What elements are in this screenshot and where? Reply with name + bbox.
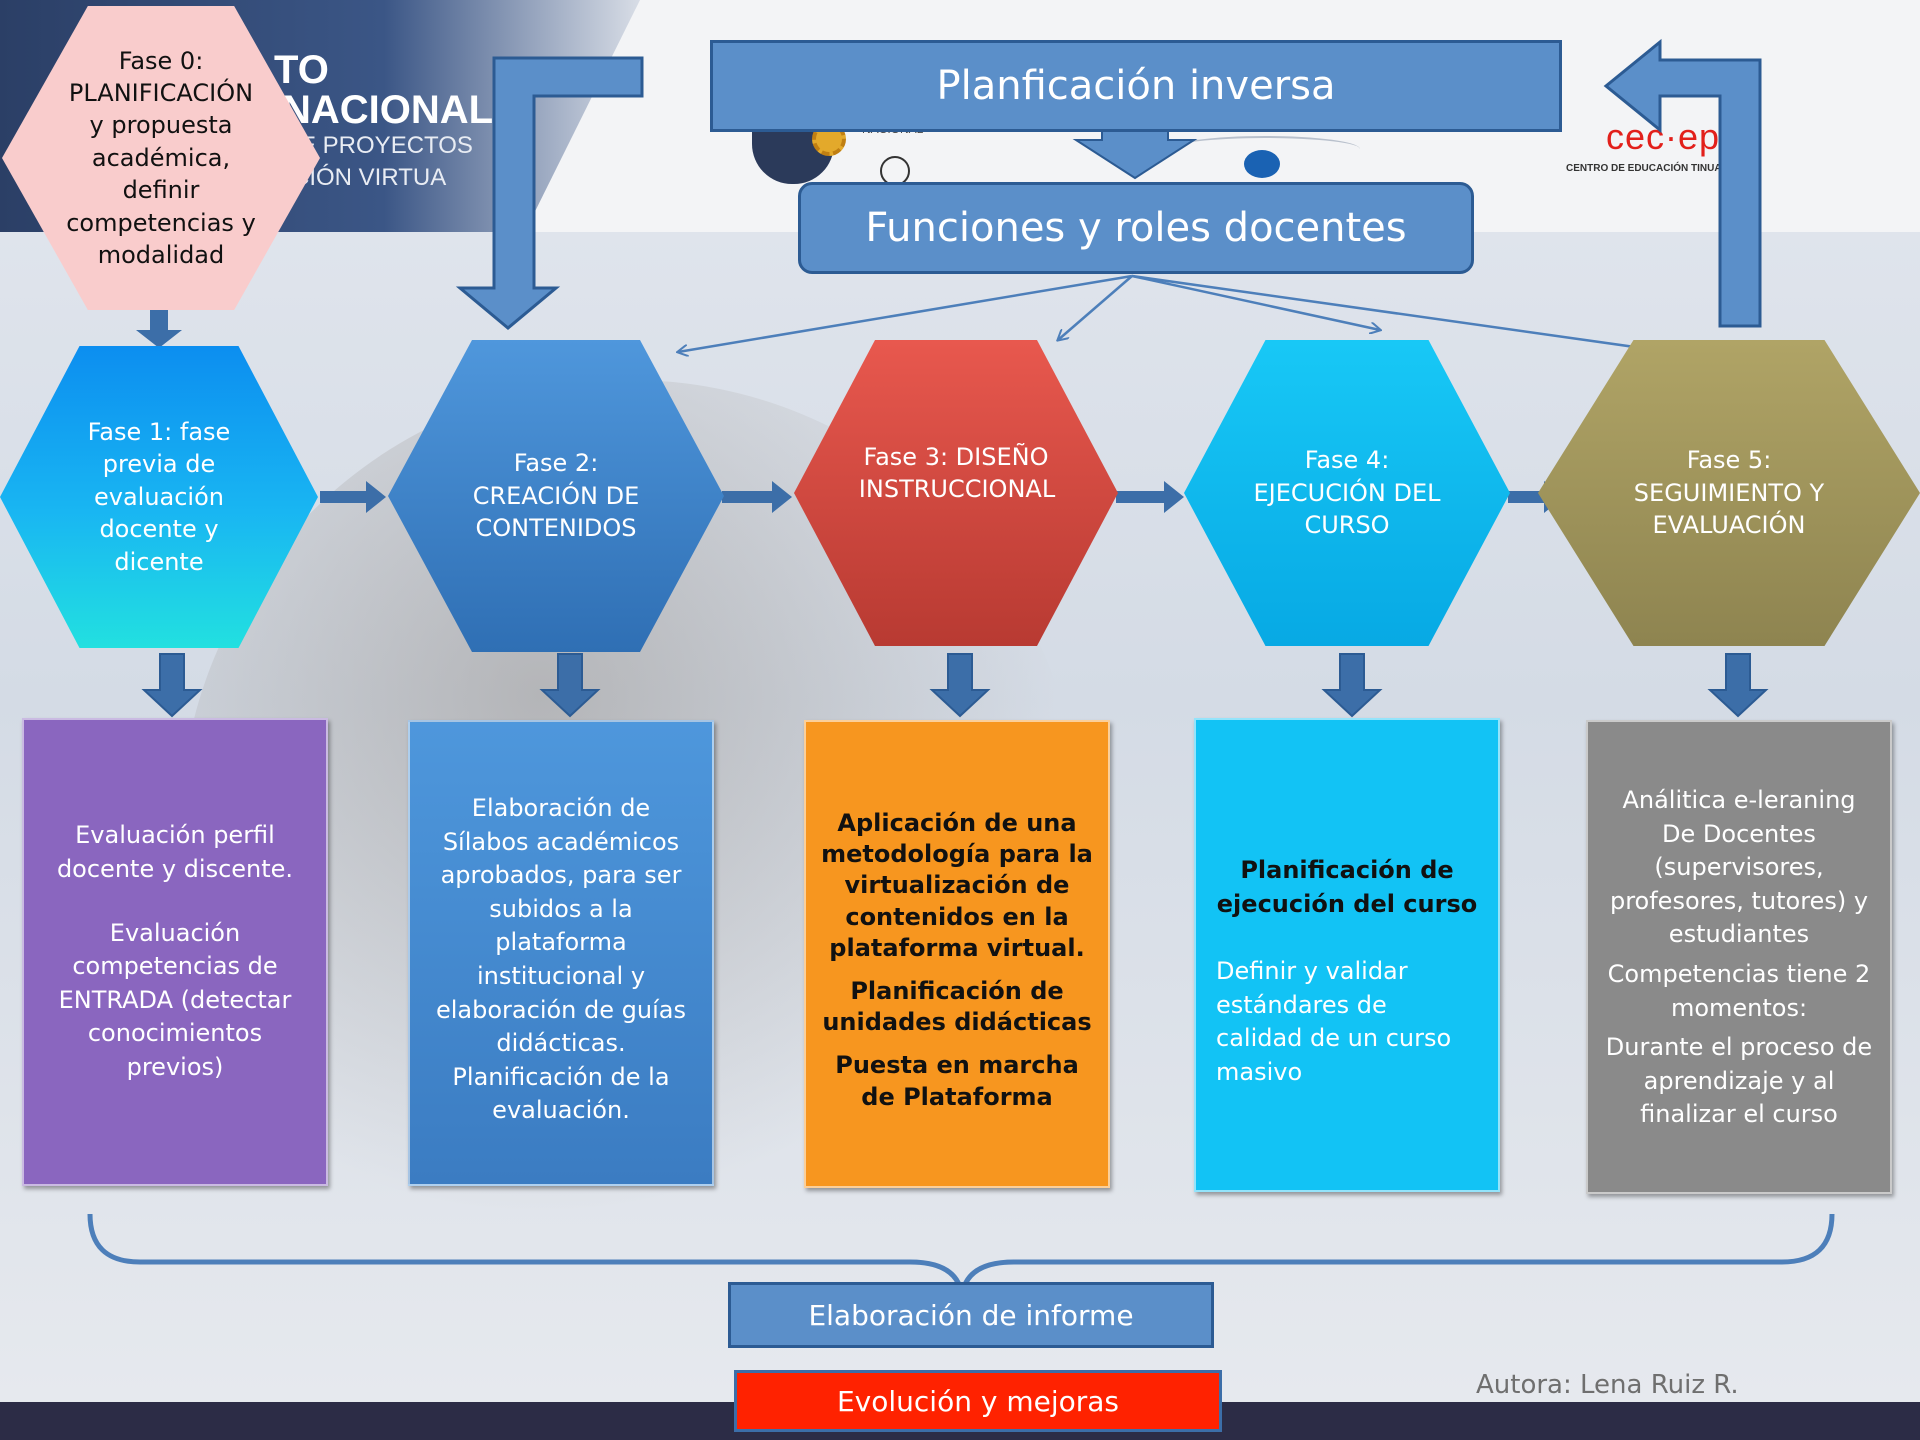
phase3-detail-text-1: Aplicación de una metodología para la vi…: [821, 809, 1093, 962]
phase3-detail-box: Aplicación de una metodología para la vi…: [804, 720, 1110, 1188]
phase3-detail-text-2: Planificación de unidades didácticas: [822, 976, 1092, 1037]
inverse-planning-label: Planficación inversa: [936, 63, 1336, 109]
report-box: Elaboración de informe: [728, 1282, 1214, 1348]
phase4-label: Fase 4: EJECUCIÓN DEL CURSO: [1253, 446, 1441, 540]
improvement-box: Evolución y mejoras: [734, 1370, 1222, 1432]
improvement-label: Evolución y mejoras: [836, 1384, 1119, 1418]
inverse-planning-banner: Planficación inversa: [710, 40, 1562, 132]
phase2-detail-box: Elaboración de Sílabos académicos aproba…: [408, 720, 714, 1186]
roles-banner: Funciones y roles docentes: [798, 182, 1474, 274]
phase3-detail-text-3: Puesta en marcha de Plataforma: [835, 1051, 1079, 1111]
phase2-label: Fase 2: CREACIÓN DE CONTENIDOS: [472, 449, 640, 543]
phase2-detail-text-1: Elaboración de Sílabos académicos aproba…: [436, 794, 686, 1058]
phase1-detail-box: Evaluación perfil docente y discente. Ev…: [22, 718, 328, 1186]
phase5-detail-text-2: Competencias tiene 2 momentos:: [1607, 959, 1871, 1022]
phase3-hexagon: Fase 3: DISEÑO INSTRUCCIONAL: [794, 340, 1118, 646]
cec-logo: cec·ep: [1606, 116, 1721, 157]
header-fragment-4: CIÓN VIRTUA: [292, 164, 447, 191]
phase1-detail-text-2: Evaluación competencias de ENTRADA (dete…: [58, 918, 292, 1081]
phase5-detail-text-1: Análitica e-leraning De Docentes (superv…: [1609, 786, 1869, 949]
phase1-detail-text-1: Evaluación perfil docente y discente.: [56, 821, 294, 884]
phase5-detail-box: Análitica e-leraning De Docentes (superv…: [1586, 720, 1892, 1194]
phase2-detail-text-2: Planificación de la evaluación.: [452, 1062, 670, 1125]
phase4-detail-box: Planificación de ejecución del curso Def…: [1194, 718, 1500, 1192]
report-label: Elaboración de informe: [808, 1298, 1134, 1332]
swoosh-logo: [1170, 136, 1360, 162]
phase2-hexagon: Fase 2: CREACIÓN DE CONTENIDOS: [388, 340, 724, 652]
cec-logo-caption: CENTRO DE EDUCACIÓN TINUA: [1566, 163, 1722, 174]
phase4-hexagon: Fase 4: EJECUCIÓN DEL CURSO: [1184, 340, 1510, 646]
phase0-label: Fase 0: PLANIFICACIÓN y propuesta académ…: [66, 46, 256, 269]
phase4-detail-text-2: Definir y validar estándares de calidad …: [1216, 957, 1452, 1086]
header-fragment-2: NACIONAL: [282, 88, 494, 132]
phase3-label: Fase 3: DISEÑO INSTRUCCIONAL: [858, 442, 1056, 503]
roles-label: Funciones y roles docentes: [865, 205, 1407, 251]
phase5-label: Fase 5: SEGUIMIENTO Y EVALUACIÓN: [1633, 446, 1825, 540]
phase5-detail-text-3: Durante el proceso de aprendizaje y al f…: [1605, 1033, 1873, 1129]
author-credit: Autora: Lena Ruiz R.: [1476, 1370, 1739, 1400]
phase4-detail-text-1: Planificación de ejecución del curso: [1216, 856, 1478, 918]
header-fragment-3: E PROYECTOS: [300, 132, 473, 159]
phase1-label: Fase 1: fase previa de evaluación docent…: [87, 418, 231, 576]
header-fragment-1: TO: [274, 48, 329, 92]
